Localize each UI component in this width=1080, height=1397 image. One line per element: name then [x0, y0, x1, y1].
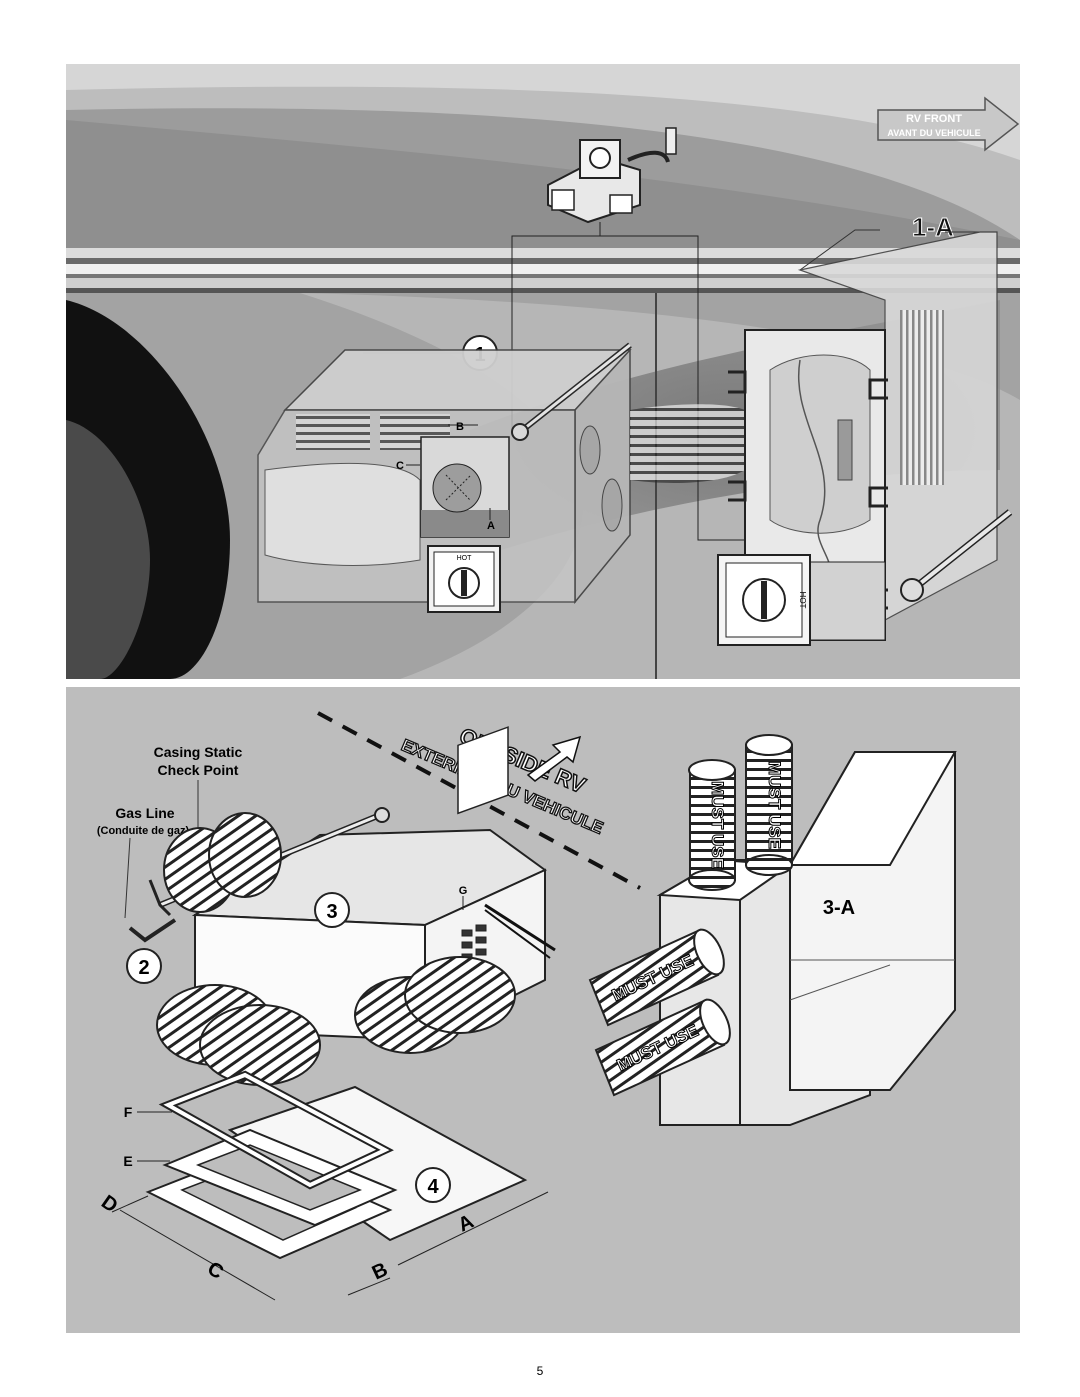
casing-static-label: Casing Static	[154, 744, 243, 760]
step-4-badge	[415, 1167, 451, 1203]
rv-front-label: RV FRONT	[906, 113, 962, 125]
label-f: F	[124, 1104, 133, 1120]
bottom-panel: Casing Static Check Point Gas Line (Cond…	[66, 687, 1020, 1333]
gas-line-fr-label: (Conduite de gaz)	[97, 825, 190, 837]
check-point-label: Check Point	[158, 762, 239, 778]
page-number: 5	[536, 1364, 544, 1378]
hot-label-1: HOT	[457, 555, 473, 562]
top-panel: RV FRONT AVANT DU VEHICULE 1-A 1	[66, 64, 1020, 679]
mounting-plate-step-4	[145, 1070, 528, 1260]
cutout-dimension-box: B C A	[396, 421, 510, 538]
rv-front-label-fr: AVANT DU VEHICULE	[887, 128, 980, 138]
duct-coils-rear	[163, 812, 282, 913]
step-1a-label: 1-A	[912, 212, 954, 242]
label-g: G	[459, 885, 468, 897]
must-use-duct-2: MUST USE	[745, 734, 793, 876]
duct-coils-front	[156, 956, 516, 1086]
gas-line-label: Gas Line	[115, 805, 174, 821]
step-3-label: 3	[326, 901, 337, 923]
must-use-text-2: MUST USE	[765, 761, 784, 849]
step-2-label: 2	[138, 957, 149, 979]
step-3a-label: 3-A	[823, 897, 855, 919]
unit-3a	[656, 751, 957, 1126]
step-3-badge	[314, 892, 350, 928]
hot-label-1a: HOT	[798, 592, 807, 609]
dim-a-label: A	[487, 520, 495, 532]
must-use-text-1: MUST USE	[708, 781, 727, 869]
dim-b-label: B	[456, 421, 464, 433]
unit-1a: HOT	[717, 231, 1013, 646]
must-use-duct-1: MUST USE	[688, 759, 736, 891]
gas-valve-illustration	[547, 127, 677, 224]
label-e: E	[123, 1153, 132, 1169]
dim-c-label: C	[396, 460, 404, 472]
hot-control-panel-step-1: HOT	[427, 545, 501, 613]
step-2-badge	[126, 948, 162, 984]
rv-front-arrow: RV FRONT AVANT DU VEHICULE	[877, 96, 1020, 152]
step-4-label: 4	[427, 1176, 439, 1198]
dimension-lines	[111, 1191, 549, 1301]
outside-arrow-icon	[526, 735, 582, 782]
